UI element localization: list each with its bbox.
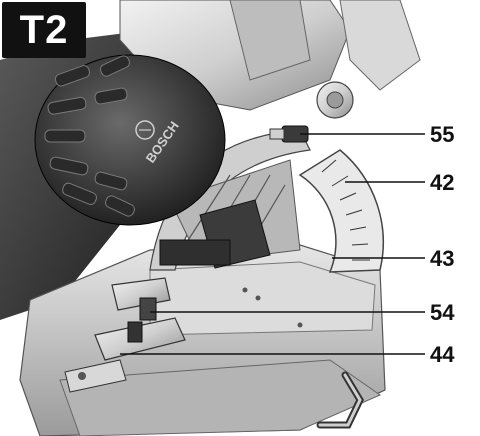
- callout-44: 44: [430, 342, 455, 367]
- bevel-scale-plate: [298, 149, 384, 273]
- callout-54: 54: [430, 300, 455, 325]
- callout-43: 43: [430, 246, 455, 271]
- figure-label: T2: [2, 2, 86, 58]
- callout-55: 55: [430, 122, 455, 147]
- callout-42: 42: [430, 170, 455, 195]
